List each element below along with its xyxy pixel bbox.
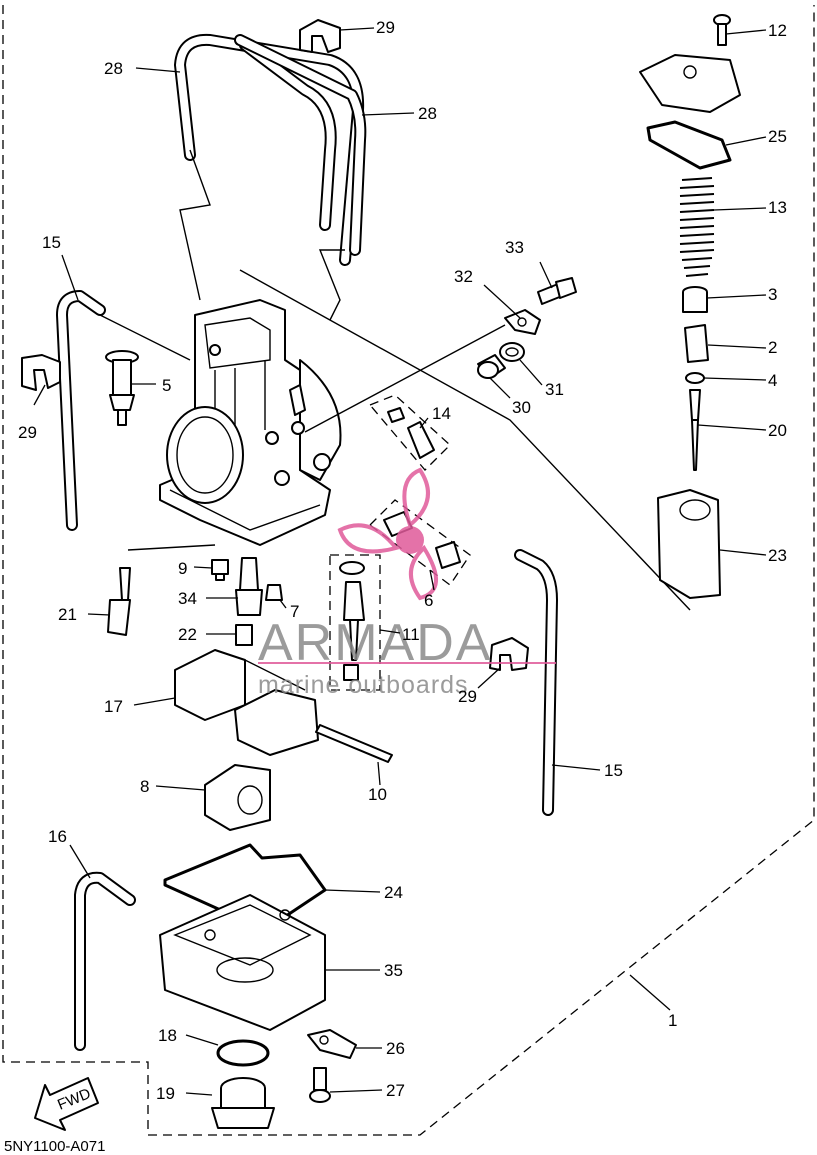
tube-clip-29-right	[489, 637, 529, 671]
callout-29-top: 29	[376, 18, 395, 37]
part-31-fitting	[499, 342, 525, 362]
callout-5: 5	[162, 376, 171, 395]
callout-8: 8	[140, 777, 149, 796]
callout-25: 25	[768, 127, 787, 146]
part-20-jet-needle	[689, 389, 701, 471]
callout-20: 20	[768, 421, 787, 440]
callout-23: 23	[768, 546, 787, 565]
watermark-logo-icon	[396, 526, 424, 554]
callout-34: 34	[178, 589, 197, 608]
guide-line-15	[99, 314, 191, 361]
watermark-tagline: marine outboards	[258, 671, 469, 699]
callout-4: 4	[768, 371, 777, 390]
guide-line-32	[304, 324, 506, 433]
tube-15-right	[514, 549, 558, 816]
guide-line-23	[239, 269, 691, 611]
tube-15-left	[56, 290, 106, 531]
part-18-o-ring	[216, 1039, 270, 1067]
callout-28-left: 28	[104, 59, 123, 78]
part-10-float-pin	[315, 724, 393, 763]
callout-27: 27	[386, 1081, 405, 1100]
callout-28-right: 28	[418, 104, 437, 123]
carburetor-body	[159, 299, 342, 546]
part-24-gasket	[163, 843, 327, 932]
part-13-spring	[679, 177, 715, 277]
callout-29-right: 29	[458, 687, 477, 706]
part-25-seal	[646, 120, 732, 170]
part-27-screw	[309, 1067, 331, 1103]
part-5-plunger	[105, 350, 139, 426]
tube-28-vent-loop	[174, 33, 367, 321]
part-26-bracket	[307, 1029, 357, 1059]
callout-15-left: 15	[42, 233, 61, 252]
callout-26: 26	[386, 1039, 405, 1058]
part-17-float	[174, 649, 319, 756]
callout-numbers: 12 25 13 3 2 4 20 23 29 28 28 15 33 32 3…	[18, 18, 787, 1103]
callout-16: 16	[48, 827, 67, 846]
part-11-needle-valve-set	[329, 554, 381, 691]
callout-32: 32	[454, 267, 473, 286]
callout-10: 10	[368, 785, 387, 804]
part-6-adjust-screw-set	[369, 499, 471, 586]
callout-2: 2	[768, 338, 777, 357]
callout-1: 1	[668, 1011, 677, 1030]
part-35-float-bowl	[159, 894, 326, 1031]
callout-15-right: 15	[604, 761, 623, 780]
part-21-pilot-jet	[107, 544, 216, 636]
part-12-screw	[713, 14, 731, 46]
part-9-screw	[211, 559, 229, 581]
part-22-main-jet	[235, 624, 253, 646]
part-3-holder	[682, 286, 708, 313]
callout-30: 30	[512, 398, 531, 417]
part-2-plate	[684, 324, 709, 363]
callout-14: 14	[432, 404, 451, 423]
callout-18: 18	[158, 1026, 177, 1045]
diagram-code: 5NY1100-A071	[4, 1138, 105, 1155]
part-4-clip	[685, 372, 705, 384]
callout-35: 35	[384, 961, 403, 980]
part-34-jet-holder	[235, 557, 263, 616]
callout-7: 7	[290, 602, 299, 621]
callout-22: 22	[178, 625, 197, 644]
part-8-baffle	[204, 764, 271, 831]
tube-16-drain	[74, 871, 136, 1051]
callout-24: 24	[384, 883, 403, 902]
part-33-screw	[537, 277, 577, 305]
part-14-pilot-screw-set	[368, 394, 451, 471]
armada-watermark: ARMADA marine outboards	[258, 467, 556, 699]
fwd-direction-arrow: FWD	[34, 1077, 99, 1131]
callout-13: 13	[768, 198, 787, 217]
assembly-boundary	[2, 5, 815, 1136]
callout-6: 6	[424, 591, 433, 610]
callout-3: 3	[768, 285, 777, 304]
part-top-cover	[639, 54, 741, 113]
callout-31: 31	[545, 380, 564, 399]
callout-29-left: 29	[18, 423, 37, 442]
part-23-throttle-valve	[657, 489, 721, 599]
part-7-jet	[265, 584, 283, 601]
callout-12: 12	[768, 21, 787, 40]
part-32-bracket	[504, 309, 541, 335]
callout-21: 21	[58, 605, 77, 624]
callout-17: 17	[104, 697, 123, 716]
tube-clip-29-top	[299, 19, 341, 53]
callout-33: 33	[505, 238, 524, 257]
callout-leader-lines	[33, 27, 767, 1096]
callout-11: 11	[402, 625, 420, 644]
callout-19: 19	[156, 1084, 175, 1103]
part-19-drain-plug	[211, 1077, 275, 1129]
callout-9: 9	[178, 559, 187, 578]
tube-clip-29-left	[21, 354, 61, 391]
part-30-fitting	[477, 354, 506, 379]
